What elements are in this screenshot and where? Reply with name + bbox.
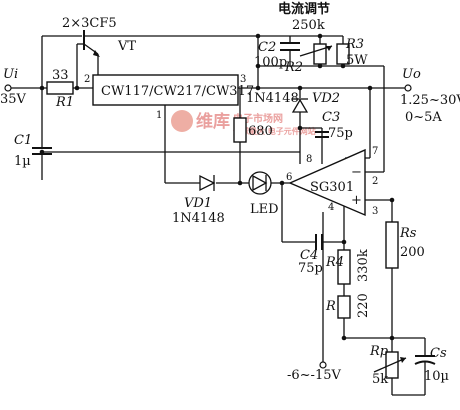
resistor-rs xyxy=(385,221,399,269)
diode-vd2 xyxy=(291,98,309,113)
wires xyxy=(8,35,426,396)
regulator-label: CW117/CW217/CW317 xyxy=(101,84,254,99)
c1-label: C1 xyxy=(14,133,32,148)
output-terminal xyxy=(404,84,412,92)
regulator-pin2: 2 xyxy=(84,74,90,85)
r-value-label: 220 xyxy=(356,293,371,318)
r4-label: R4 xyxy=(325,255,344,270)
resistor-r4 xyxy=(337,249,351,285)
capacitor-c4 xyxy=(315,234,323,250)
r1-label: R1 xyxy=(55,95,74,110)
opamp-minus-sign: − xyxy=(351,165,362,180)
vd1-type-label: 1N4148 xyxy=(172,211,225,226)
uo-range-label: 1.25~30V xyxy=(400,93,460,108)
opamp-sg301 xyxy=(288,148,366,217)
regulator-ic xyxy=(92,74,239,106)
ui-value-label: 35V xyxy=(0,92,27,107)
regulator-pin3: 3 xyxy=(240,74,246,85)
junctions xyxy=(39,33,395,341)
rp-label: Rp xyxy=(369,344,389,359)
io-range-label: 0~5A xyxy=(405,110,442,125)
vd1-label: VD1 xyxy=(184,196,212,211)
cs-label: Cs xyxy=(430,346,447,361)
current-adjust-title: 电流调节 xyxy=(278,1,330,17)
r4-value-label: 330k xyxy=(356,249,371,282)
watermark-brand: 维库 xyxy=(196,111,230,132)
r3-label: R3 xyxy=(345,37,364,52)
capacitor-c2 xyxy=(280,42,300,58)
opamp-label: SG301 xyxy=(310,180,354,195)
resistor-r1 xyxy=(46,81,74,95)
watermark-logo-icon xyxy=(171,110,193,132)
vd2-label: VD2 xyxy=(312,91,340,106)
potentiometer-r2 xyxy=(299,43,333,65)
r680-value-label: 680 xyxy=(248,124,273,139)
c4-label: C4 xyxy=(300,248,318,263)
capacitor-cs xyxy=(414,355,436,365)
c3-label: C3 xyxy=(322,110,340,125)
resistor-r xyxy=(337,295,351,319)
watermark-slogan: 全球最大 电子元件网站 xyxy=(232,126,316,136)
transistor-label: VT xyxy=(117,39,136,54)
resistor-680 xyxy=(233,117,247,143)
led-indicator xyxy=(248,171,272,195)
pot-value-label: 250k xyxy=(292,18,325,33)
c2-label: C2 xyxy=(258,40,276,55)
r-label: R xyxy=(325,299,336,314)
negative-supply-terminal xyxy=(319,361,327,369)
r3-value-label: 5W xyxy=(346,53,368,68)
regulator-pin1: 1 xyxy=(156,110,162,121)
rp-value-label: 5k xyxy=(372,372,388,387)
c4-value-label: 75p xyxy=(298,261,323,276)
c1-value-label: 1µ xyxy=(14,154,31,169)
capacitor-c1 xyxy=(32,147,52,155)
opamp-pin2: 2 xyxy=(372,176,378,187)
negative-supply-label: -6~-15V xyxy=(287,368,341,383)
c2-value-label: 100p xyxy=(254,55,287,70)
transistor-type-label: 2×3CF5 xyxy=(62,16,117,31)
opamp-plus-sign: + xyxy=(351,193,362,208)
led-label: LED xyxy=(250,202,279,217)
d2-type-label: 1N4148 xyxy=(246,91,299,106)
uo-label: Uo xyxy=(402,67,421,82)
potentiometer-rp xyxy=(373,351,407,379)
opamp-pin7: 7 xyxy=(372,146,378,157)
r1-value-label: 33 xyxy=(52,68,69,83)
diode-vd1 xyxy=(199,174,216,192)
rs-label: Rs xyxy=(399,226,417,241)
r2-label: R2 xyxy=(284,60,303,75)
c3-value-label: 75p xyxy=(328,126,353,141)
opamp-pin8: 8 xyxy=(306,154,312,165)
capacitor-c3 xyxy=(315,131,329,138)
resistor-r3 xyxy=(336,43,350,65)
input-terminal xyxy=(4,84,12,92)
cs-value-label: 10µ xyxy=(424,369,449,384)
ui-label: Ui xyxy=(3,67,18,82)
rs-value-label: 200 xyxy=(400,245,425,260)
opamp-pin6: 6 xyxy=(286,172,292,183)
opamp-pin4: 4 xyxy=(328,202,334,213)
opamp-pin3: 3 xyxy=(372,206,378,217)
